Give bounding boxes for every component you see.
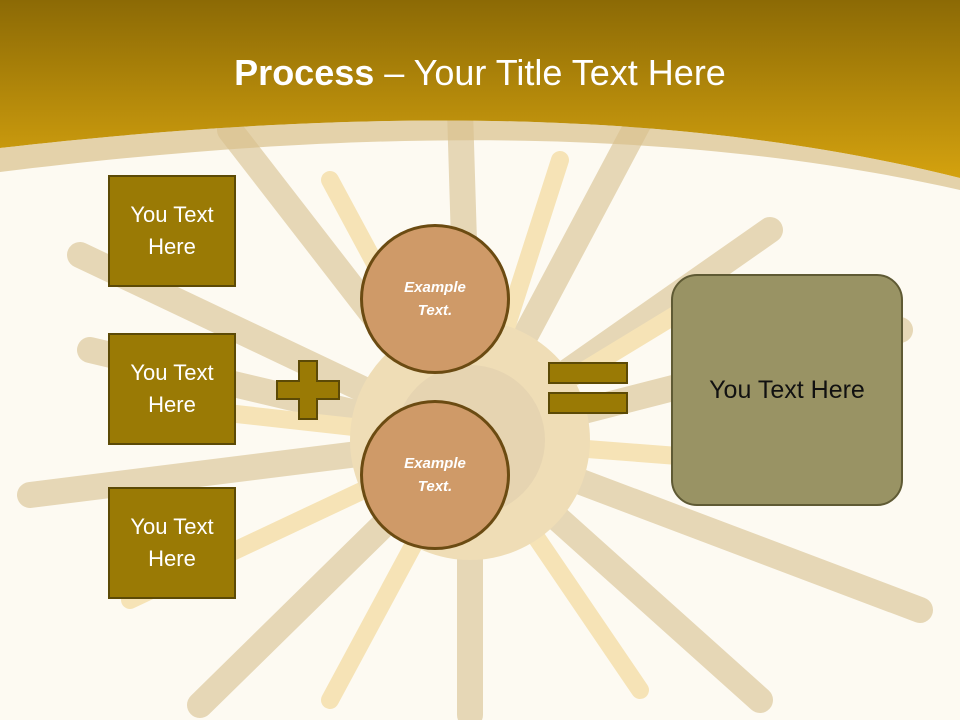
equals-icon	[548, 362, 628, 414]
title-rest: – Your Title Text Here	[374, 52, 726, 93]
input-box-1: You Text Here	[108, 175, 236, 287]
circle-label: Example Text.	[404, 279, 466, 319]
example-circle-2: Example Text.	[360, 400, 510, 550]
header-swoosh	[0, 120, 960, 190]
input-box-label: You Text Here	[130, 514, 214, 571]
input-box-2: You Text Here	[108, 333, 236, 445]
input-box-label: You Text Here	[130, 202, 214, 259]
header-band	[0, 0, 960, 178]
example-circle-1: Example Text.	[360, 224, 510, 374]
result-box: You Text Here	[671, 274, 903, 506]
title-bold: Process	[234, 52, 375, 93]
input-box-label: You Text Here	[130, 360, 214, 417]
circle-label: Example Text.	[404, 455, 466, 495]
result-label: You Text Here	[709, 375, 865, 404]
input-box-3: You Text Here	[108, 487, 236, 599]
slide-title: Process – Your Title Text Here	[0, 52, 960, 94]
plus-icon	[276, 360, 340, 420]
